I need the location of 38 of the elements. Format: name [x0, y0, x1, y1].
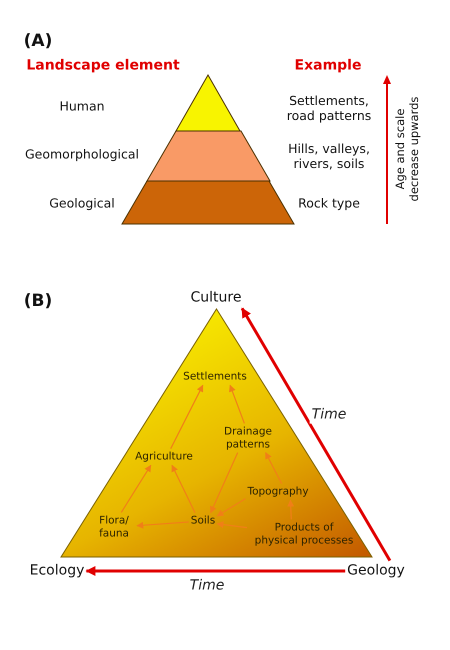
arrow [120, 464, 152, 513]
edge-label: Time [310, 406, 348, 424]
panel-label: (B) [24, 290, 52, 312]
arrow [265, 452, 282, 484]
arrow-caption: Age and scale decrease upwards [394, 96, 422, 204]
node-label: Settlements [183, 370, 247, 384]
arrow [287, 500, 294, 520]
example-text: Rock type [298, 196, 360, 210]
arrow [210, 452, 238, 514]
vertex-label: Geology [347, 562, 405, 580]
node-label: Products of physical processes [249, 521, 359, 547]
node-label: Flora/ fauna [93, 514, 135, 540]
arrow [136, 521, 189, 529]
arrow [170, 384, 204, 449]
column-heading: Landscape element [26, 58, 180, 74]
arrow [216, 498, 246, 517]
arrow [240, 308, 392, 562]
pyramid-layer [122, 181, 294, 224]
example-text: Settlements, road patterns [286, 93, 372, 123]
column-heading: Example [294, 58, 362, 74]
pyramid-layer [147, 131, 270, 181]
arrow [171, 464, 196, 513]
triangle-background [61, 309, 372, 557]
node-label: Drainage patterns [217, 425, 279, 451]
arrow [85, 566, 346, 576]
layer-label: Human [59, 98, 105, 114]
node-label: Topography [247, 486, 309, 498]
node-label: Soils [190, 514, 216, 528]
layer-label: Geological [49, 196, 115, 210]
arrow [229, 384, 245, 424]
layer-label: Geomorphological [24, 146, 140, 162]
vertex-label: Culture [190, 290, 242, 306]
example-text: Hills, valleys, rivers, soils [287, 141, 371, 171]
arrow [216, 521, 248, 528]
node-label: Agriculture [135, 450, 193, 464]
pyramid-layer [176, 75, 240, 131]
panel-label: (A) [24, 30, 52, 52]
vertex-label: Ecology [30, 562, 84, 580]
